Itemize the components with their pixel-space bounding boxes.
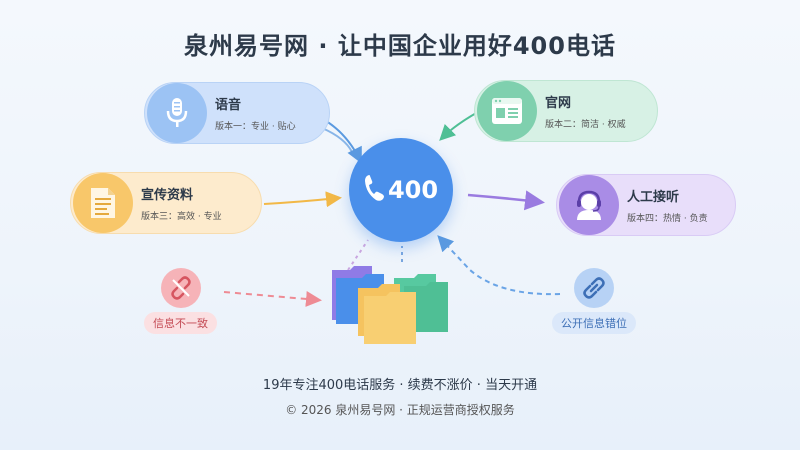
card-voice-desc: 版本一：专业 · 贴心 <box>215 122 296 132</box>
issue-public-wrong-label: 公开信息错位 <box>552 312 636 334</box>
footer-tagline: 19年专注400电话服务 · 续费不涨价 · 当天开通 <box>262 378 538 393</box>
broken-link-icon <box>160 268 201 308</box>
footer-copyright: © 2026 泉州易号网 · 正规运营商授权服务 <box>285 403 515 417</box>
mismatch-arrow <box>223 291 322 307</box>
issue-public-wrong: 公开信息错位 <box>552 268 636 334</box>
card-agent-name: 人工接听 <box>627 190 680 205</box>
folder-to-center-left <box>347 239 369 271</box>
card-agent-desc: 版本四：热情 · 负责 <box>627 214 708 224</box>
card-agent: 人工接听 版本四：热情 · 负责 <box>556 174 736 236</box>
center-number: 400 <box>387 176 439 204</box>
card-voice-name: 语音 <box>215 98 242 113</box>
voice-arrow-2 <box>321 127 353 153</box>
microphone-icon <box>147 83 207 143</box>
browser-window-icon <box>477 81 537 141</box>
center-400-circle: 400 <box>349 138 453 242</box>
headset-agent-icon <box>559 175 619 235</box>
folder-stack-icon <box>328 262 454 346</box>
issue-info-mismatch-label: 信息不一致 <box>144 312 217 334</box>
link-icon <box>574 268 614 308</box>
brochure-arrow <box>263 191 342 208</box>
card-web: 官网 版本二：简洁 · 权威 <box>474 80 658 142</box>
card-web-desc: 版本二：简洁 · 权威 <box>545 120 626 130</box>
web-arrow <box>439 111 479 141</box>
agent-arrow <box>467 190 545 211</box>
card-web-name: 官网 <box>545 96 572 111</box>
issue-info-mismatch: 信息不一致 <box>144 268 217 334</box>
document-icon <box>73 173 133 233</box>
card-brochure: 宣传资料 版本三：高效 · 专业 <box>70 172 262 234</box>
public-arrow <box>437 235 561 296</box>
card-brochure-desc: 版本三：高效 · 专业 <box>141 212 222 222</box>
phone-icon <box>364 173 386 207</box>
card-brochure-name: 宣传资料 <box>141 188 194 203</box>
card-voice: 语音 版本一：专业 · 贴心 <box>144 82 330 144</box>
page-title: 泉州易号网 · 让中国企业用好400电话 <box>184 32 616 60</box>
